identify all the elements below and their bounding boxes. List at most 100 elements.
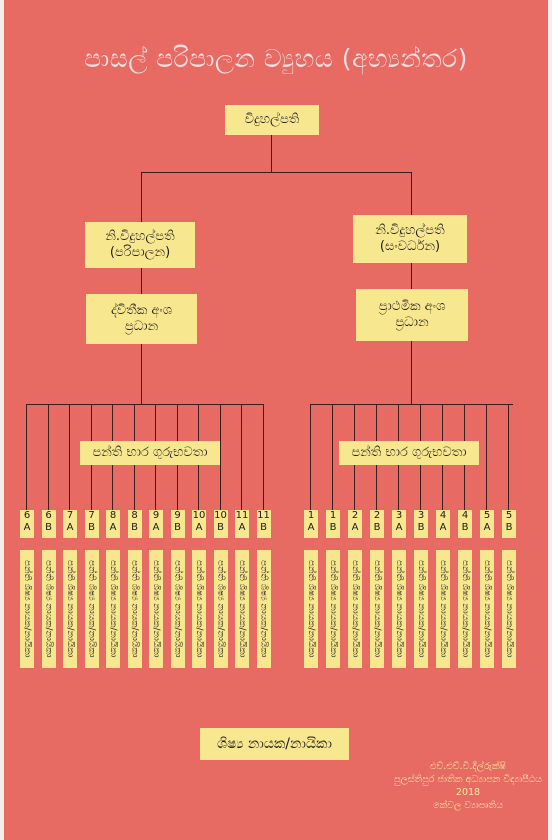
connector-line bbox=[262, 404, 264, 510]
page-title: පාසල් පරිපාලන ව්‍යුහය (අභ්‍යන්තර) bbox=[84, 44, 468, 73]
frame-edge-left bbox=[0, 0, 4, 840]
class-monitor-label: පන්ති ශිෂ්‍ය නායක/නායිකා bbox=[108, 560, 118, 658]
grade-number: 8 bbox=[109, 510, 117, 521]
class-monitor-label: පන්ති ශිෂ්‍ය නායක/නායිකා bbox=[172, 560, 183, 658]
class-monitor-strip: පන්ති ශිෂ්‍ය නායක/නායිකා bbox=[41, 550, 56, 668]
connector-line bbox=[26, 404, 264, 405]
class-monitor-label: පන්ති ශිෂ්‍ය නායක/නායිකා bbox=[416, 560, 426, 658]
grade-section: A bbox=[66, 522, 74, 533]
class-monitor-strip: පන්ති ශිෂ්‍ය නායක/නායිකා bbox=[127, 550, 142, 668]
class-monitor-strip: පන්ති ශිෂ්‍ය නායක/නායිකා bbox=[414, 550, 428, 668]
student-leader-label: ශිෂ්‍ය නායක/නායිකා bbox=[216, 736, 333, 752]
grade-section: B bbox=[260, 522, 267, 533]
grade-number: 3 bbox=[417, 510, 425, 521]
class-monitor-strip: පන්ති ශිෂ්‍ය නායක/නායිකා bbox=[170, 550, 185, 668]
class-monitor-strip: පන්ති ශිෂ්‍ය නායක/නායිකා bbox=[63, 550, 77, 668]
connector-line bbox=[141, 172, 412, 173]
grade-section: B bbox=[373, 522, 381, 533]
secondary-head-line2: ප්‍රධාන bbox=[124, 319, 159, 334]
class-teachers-secondary-label: පන්ති භාර ගුරුභවතා bbox=[92, 445, 208, 460]
grade-number: 2 bbox=[351, 510, 359, 521]
grade-section: B bbox=[45, 522, 52, 533]
class-monitor-label: පන්ති ශිෂ්‍ය නායක/නායිකා bbox=[65, 560, 75, 658]
class-monitor-label: පන්ති ශිෂ්‍ය නායක/නායිකා bbox=[258, 560, 269, 658]
grade-number: 2 bbox=[373, 510, 381, 521]
class-monitor-label: පන්ති ශිෂ්‍ය නායක/නායිකා bbox=[328, 560, 338, 658]
class-monitor-strip: පන්ති ශිෂ්‍ය නායක/නායිකා bbox=[458, 550, 472, 668]
connector-line bbox=[47, 404, 49, 510]
connector-line bbox=[332, 404, 333, 510]
connector-line bbox=[411, 172, 412, 215]
credit-footer: එච්.එච්.වී.දිල්රුක්ෂි පුලස්තිපුර ජාතික අ… bbox=[388, 760, 548, 812]
class-monitor-label: පන්ති ශිෂ්‍ය නායක/නායිකා bbox=[372, 560, 382, 658]
connector-line bbox=[310, 404, 513, 405]
class-teachers-primary-box: පන්ති භාර ගුරුභවතා bbox=[339, 441, 479, 465]
grade-number: 9 bbox=[152, 510, 160, 521]
connector-line bbox=[241, 404, 242, 510]
class-monitor-label: පන්ති ශිෂ්‍ය නායක/නායිකා bbox=[350, 560, 360, 658]
class-monitor-label: පන්ති ශිෂ්‍ය නායක/නායිකා bbox=[151, 560, 161, 658]
deputy-principal-development-box: නි.විදුහල්පති (සංවර්ධන) bbox=[353, 215, 467, 263]
grade-section: A bbox=[152, 522, 160, 533]
class-monitor-strip: පන්ති ශිෂ්‍ය නායක/නායිකා bbox=[213, 550, 228, 668]
grade-number: 3 bbox=[395, 510, 403, 521]
grade-section: B bbox=[505, 522, 513, 533]
grade-number: 7 bbox=[88, 510, 95, 521]
grade-section: A bbox=[395, 522, 403, 533]
grade-number: 8 bbox=[131, 510, 138, 521]
class-monitor-label: පන්ති ශිෂ්‍ය නායක/නායිකා bbox=[215, 560, 226, 658]
connector-line bbox=[141, 344, 142, 404]
grade-section: B bbox=[131, 522, 138, 533]
grade-section: B bbox=[329, 522, 337, 533]
class-teachers-primary-label: පන්ති භාර ගුරුභවතා bbox=[351, 445, 467, 460]
class-monitor-strip: පන්ති ශිෂ්‍ය නායක/නායිකා bbox=[84, 550, 99, 668]
deputy-principal-admin-box: නි.විදුහල්පති (පරිපාලන) bbox=[85, 222, 195, 268]
credit-year: 2018 bbox=[455, 787, 481, 798]
grade-number: 5 bbox=[483, 510, 491, 521]
secondary-head-line1: ද්විතීක අංශ bbox=[111, 303, 172, 318]
class-monitor-label: පන්ති ශිෂ්‍ය නායක/නායිකා bbox=[482, 560, 492, 658]
secondary-section-head-box: ද්විතීක අංශ ප්‍රධාන bbox=[86, 294, 197, 344]
credit-project: කේවල ව්‍යාපෘතිය bbox=[432, 800, 504, 811]
class-monitor-label: පන්ති ශිෂ්‍ය නායක/නායිකා bbox=[306, 560, 316, 658]
grade-number: 1 bbox=[307, 510, 315, 521]
deputy-dev-line2: (සංවර්ධන) bbox=[379, 239, 441, 254]
class-monitor-label: පන්ති ශිෂ්‍ය නායක/නායිකා bbox=[504, 560, 514, 658]
class-monitor-strip: පන්ති ශිෂ්‍ය නායක/නායිකා bbox=[370, 550, 384, 668]
principal-label: විදුහල්පති bbox=[244, 112, 300, 127]
class-monitor-label: පන්ති ශිෂ්‍ය නායක/නායිකා bbox=[194, 560, 204, 658]
connector-line bbox=[486, 404, 487, 510]
deputy-admin-line2: (පරිපාලන) bbox=[109, 245, 171, 260]
deputy-admin-line1: නි.විදුහල්පති bbox=[105, 229, 175, 244]
primary-head-line1: ප්‍රාථමික අංශ bbox=[378, 299, 446, 314]
connector-line bbox=[219, 404, 221, 510]
class-monitor-label: පන්ති ශිෂ්‍ය නායක/නායිකා bbox=[438, 560, 448, 658]
connector-line bbox=[141, 172, 142, 222]
grade-section: A bbox=[109, 522, 117, 533]
class-monitor-label: පන්ති ශිෂ්‍ය නායක/නායිකා bbox=[237, 560, 247, 658]
student-leader-box: ශිෂ්‍ය නායක/නායිකා bbox=[200, 728, 349, 760]
connector-line bbox=[310, 404, 311, 510]
grade-section: B bbox=[417, 522, 425, 533]
grade-number: 6 bbox=[23, 510, 31, 521]
grade-number: 7 bbox=[66, 510, 74, 521]
class-monitor-label: පන්ති ශිෂ්‍ය නායක/නායිකා bbox=[394, 560, 404, 658]
primary-section-head-box: ප්‍රාථමික අංශ ප්‍රධාන bbox=[356, 289, 468, 341]
class-teachers-secondary-box: පන්ති භාර ගුරුභවතා bbox=[80, 441, 220, 465]
class-monitor-strip: පන්ති ශිෂ්‍ය නායක/නායිකා bbox=[348, 550, 362, 668]
class-monitor-strip: පන්ති ශිෂ්‍ය නායක/නායිකා bbox=[235, 550, 249, 668]
grade-section: A bbox=[439, 522, 447, 533]
class-monitor-strip: පන්ති ශිෂ්‍ය නායක/නායිකා bbox=[480, 550, 494, 668]
grade-number: 4 bbox=[461, 510, 469, 521]
